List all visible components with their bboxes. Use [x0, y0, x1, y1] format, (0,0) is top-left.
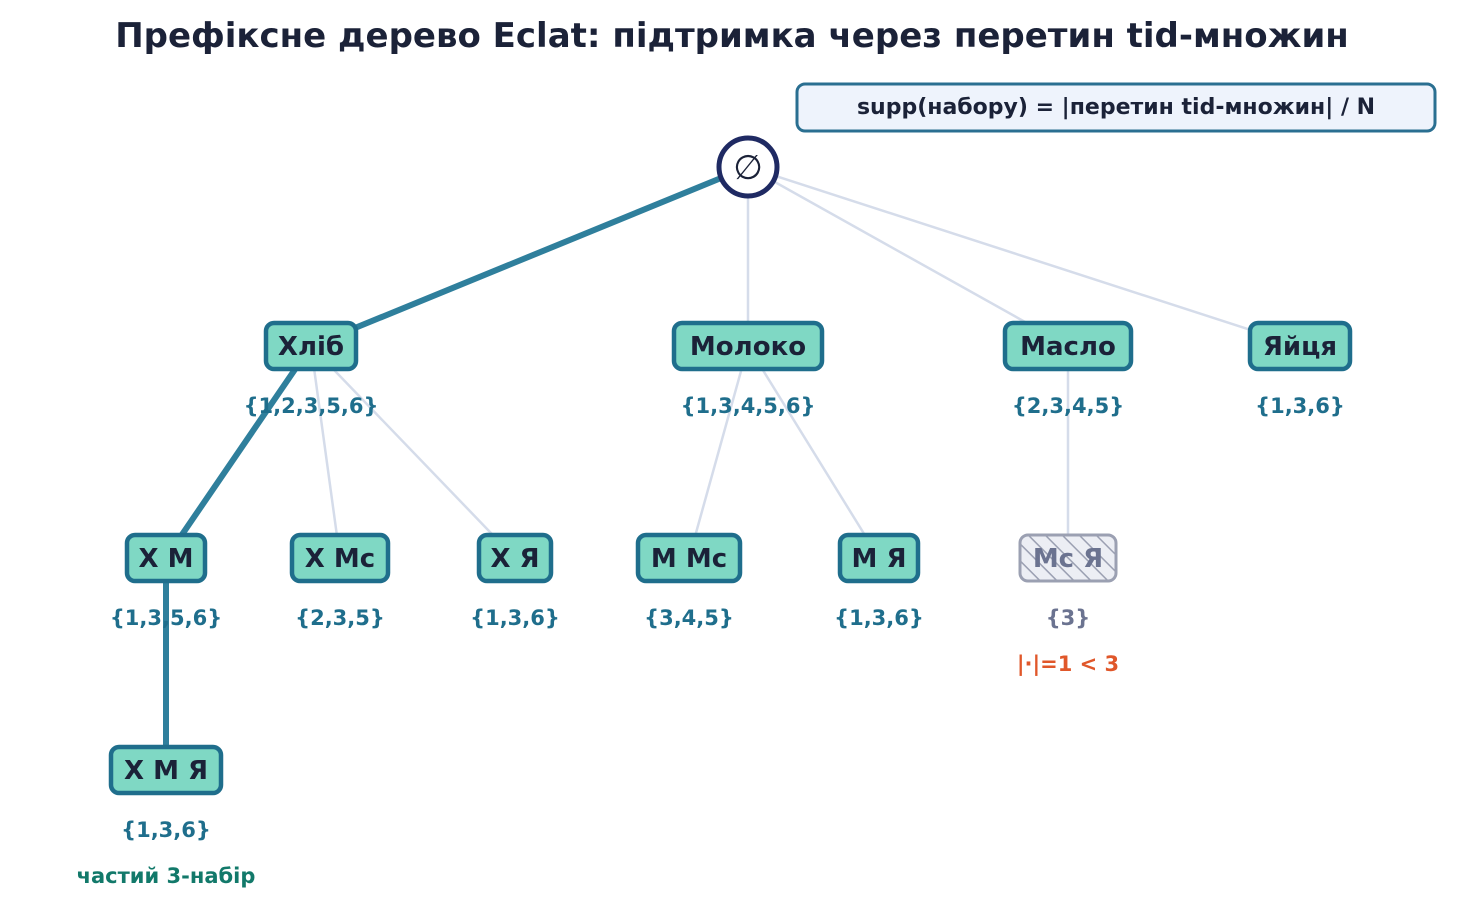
- node-box-h: [263, 320, 359, 372]
- root-node: ∅: [716, 135, 780, 199]
- tidset-mmc: {3,4,5}: [644, 606, 734, 630]
- node-box-mcya: [1018, 533, 1118, 583]
- tidset-hm: {1,3,5,6}: [110, 606, 222, 630]
- itemset-node-m: Молоко {1,3,4,5,6}: [671, 320, 825, 418]
- node-label-h: Хліб: [278, 332, 344, 362]
- itemset-node-h: Хліб {1,2,3,5,6}: [244, 320, 379, 418]
- edge-h-hm: [163, 343, 314, 561]
- tree-edges: [163, 164, 1302, 773]
- formula-box: supp(набору) = |перетин tid-множин| / N: [795, 82, 1437, 133]
- node-box-hmc: [289, 532, 391, 584]
- node-label-mmc: М Мс: [651, 544, 727, 574]
- diagram-title: Префіксне дерево Eclat: підтримка через …: [115, 16, 1349, 56]
- node-label-hm: Х М: [139, 544, 194, 574]
- edge-m-mya: [746, 344, 881, 560]
- edge-root-ya: [746, 165, 1302, 348]
- tidset-mcya: {3}: [1046, 606, 1091, 630]
- tree-nodes: ∅ Хліб {1,2,3,5,6} Молоко {1,3,4,5,6} Масло {2…: [77, 135, 1353, 888]
- itemset-node-mc: Масло {2,3,4,5}: [1002, 320, 1134, 418]
- node-label-mc: Масло: [1020, 332, 1116, 362]
- itemset-node-ya: Яйця {1,3,6}: [1247, 320, 1353, 418]
- edge-root-h: [308, 164, 751, 349]
- pruned-note-mcya: |·|=1 < 3: [1017, 652, 1119, 677]
- node-label-ya: Яйця: [1263, 332, 1337, 362]
- root-circle: [716, 135, 780, 199]
- itemset-node-mya: М Я {1,3,6}: [834, 532, 924, 630]
- root-label: ∅: [733, 148, 763, 188]
- node-label-hmc: Х Мс: [305, 544, 375, 574]
- tidset-mya: {1,3,6}: [834, 606, 924, 630]
- tidset-hmya: {1,3,6}: [121, 818, 211, 842]
- tidset-ya: {1,3,6}: [1255, 394, 1345, 418]
- node-box-mya: [837, 532, 921, 584]
- node-label-m: Молоко: [690, 332, 806, 362]
- tidset-m: {1,3,4,5,6}: [681, 394, 816, 418]
- formula-box-frame: [795, 82, 1437, 133]
- tidset-h: {1,2,3,5,6}: [244, 394, 379, 418]
- node-label-mya: М Я: [852, 544, 907, 574]
- node-label-mcya: Мс Я: [1033, 544, 1103, 574]
- node-box-hmya: [108, 744, 224, 796]
- node-box-m: [671, 320, 825, 372]
- itemset-node-mcya: Мс Я {3} |·|=1 < 3: [1017, 533, 1119, 677]
- tidset-hmc: {2,3,5}: [295, 606, 385, 630]
- tidset-hya: {1,3,6}: [470, 606, 560, 630]
- edge-h-hmc: [309, 344, 342, 560]
- tidset-mc: {2,3,4,5}: [1012, 394, 1124, 418]
- itemset-node-hm: Х М {1,3,5,6}: [110, 532, 222, 630]
- node-box-mc: [1002, 320, 1134, 372]
- node-box-hm: [124, 532, 208, 584]
- node-label-hya: Х Я: [490, 544, 539, 574]
- itemset-node-hya: Х Я {1,3,6}: [470, 532, 560, 630]
- edge-root-mc: [746, 165, 1070, 348]
- node-label-hmya: Х М Я: [124, 756, 208, 786]
- edge-m-mmc: [687, 344, 750, 560]
- itemset-node-hmya: Х М Я {1,3,6} частий 3-набір: [77, 744, 256, 888]
- node-box-hya: [476, 532, 554, 584]
- itemset-node-mmc: М Мс {3,4,5}: [635, 532, 743, 630]
- node-box-ya: [1247, 320, 1353, 372]
- edge-h-hya: [309, 344, 517, 560]
- formula-text: supp(набору) = |перетин tid-множин| / N: [857, 95, 1375, 120]
- itemset-node-hmc: Х Мс {2,3,5}: [289, 532, 391, 630]
- node-box-mmc: [635, 532, 743, 584]
- frequent-note-hmya: частий 3-набір: [77, 864, 256, 888]
